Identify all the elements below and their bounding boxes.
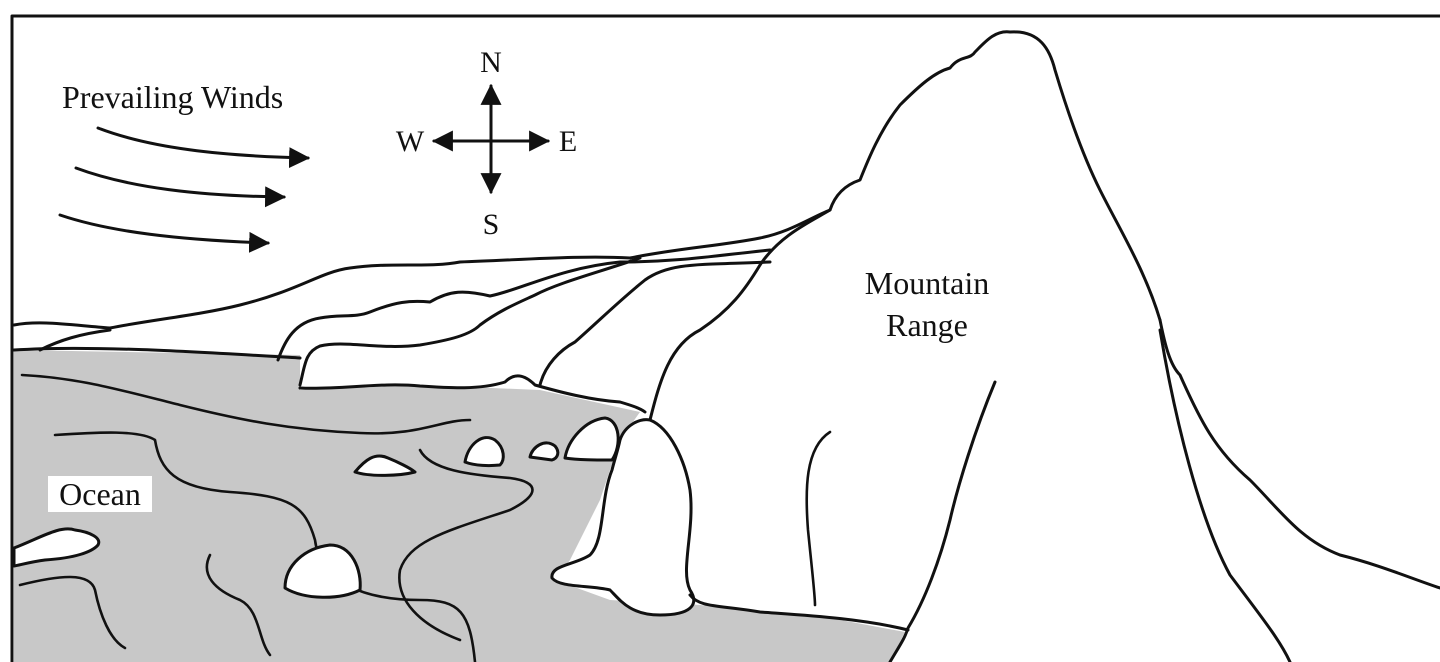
ocean-current-4 — [18, 575, 127, 650]
ocean-label: Ocean — [59, 476, 141, 512]
island-small-4 — [563, 416, 620, 462]
mountain-range-label-line1: Mountain — [865, 265, 989, 301]
ocean-current-5 — [205, 553, 272, 657]
mountain-slope-right — [1158, 328, 1292, 662]
compass-north-label: N — [480, 46, 502, 79]
headland-rock — [550, 418, 696, 617]
island-left — [12, 527, 101, 568]
hill-front-shore — [298, 374, 647, 414]
ocean-label-bg — [48, 476, 152, 512]
shore-edge — [688, 593, 910, 632]
ocean-current-2 — [53, 431, 477, 662]
island-small-2 — [463, 436, 505, 468]
mountain-range-label-line2: Range — [886, 307, 968, 343]
wind-arrow-1 — [96, 126, 311, 169]
wind-arrow-2 — [74, 166, 287, 208]
hill-mid-2 — [298, 256, 642, 387]
ocean-area — [14, 350, 905, 662]
compass-west-label: W — [396, 125, 425, 158]
wind-arrow-3 — [58, 213, 271, 253]
hill-back-2 — [38, 328, 112, 352]
mountain-inner-line — [805, 430, 832, 607]
ocean-current-3 — [398, 448, 534, 642]
mountain-outline — [648, 30, 1162, 422]
compass-south-label: S — [483, 208, 500, 241]
hill-mid-1 — [276, 248, 772, 362]
compass-east-label: E — [559, 125, 577, 158]
island-small-3 — [528, 441, 560, 462]
island-small-1 — [353, 454, 417, 477]
prevailing-winds-label: Prevailing Winds — [62, 79, 283, 115]
frame-border — [10, 14, 1440, 662]
compass-rose: N S W E — [396, 46, 577, 241]
hill-back — [12, 208, 832, 330]
hill-mid-3 — [538, 260, 772, 387]
mountain-base — [888, 380, 997, 662]
island-round — [283, 543, 362, 599]
ocean-current-1 — [20, 373, 472, 435]
mountain-ridge-right — [1158, 318, 1440, 590]
